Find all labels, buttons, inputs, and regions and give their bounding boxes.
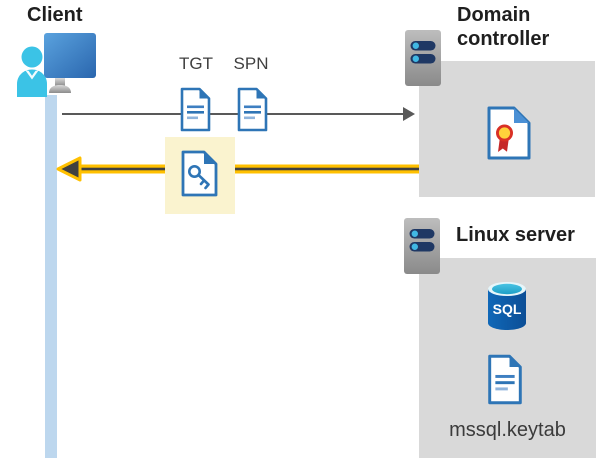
keytab-filename: mssql.keytab	[449, 419, 566, 441]
client-lifeline-bar	[45, 95, 57, 458]
sql-badge-text: SQL	[493, 301, 522, 317]
response-arrow	[56, 156, 419, 182]
spn-document-icon	[237, 87, 268, 132]
key-document-icon	[181, 150, 218, 197]
request-arrow-line	[62, 113, 404, 115]
domain-controller-server-icon	[405, 30, 441, 86]
spn-label: SPN	[233, 54, 269, 73]
tgt-label: TGT	[179, 54, 213, 73]
linux-server-icon	[404, 218, 440, 274]
client-label: Client	[27, 4, 83, 26]
domain-controller-label: Domain controller	[457, 4, 550, 50]
keytab-document-icon	[488, 354, 522, 405]
linux-server-label: Linux server	[456, 224, 575, 246]
request-arrow-head	[403, 107, 415, 121]
certificate-icon	[487, 106, 531, 160]
sql-database-icon: SQL	[488, 282, 526, 330]
tgt-document-icon	[180, 87, 211, 132]
user-workstation-icon	[17, 33, 96, 97]
